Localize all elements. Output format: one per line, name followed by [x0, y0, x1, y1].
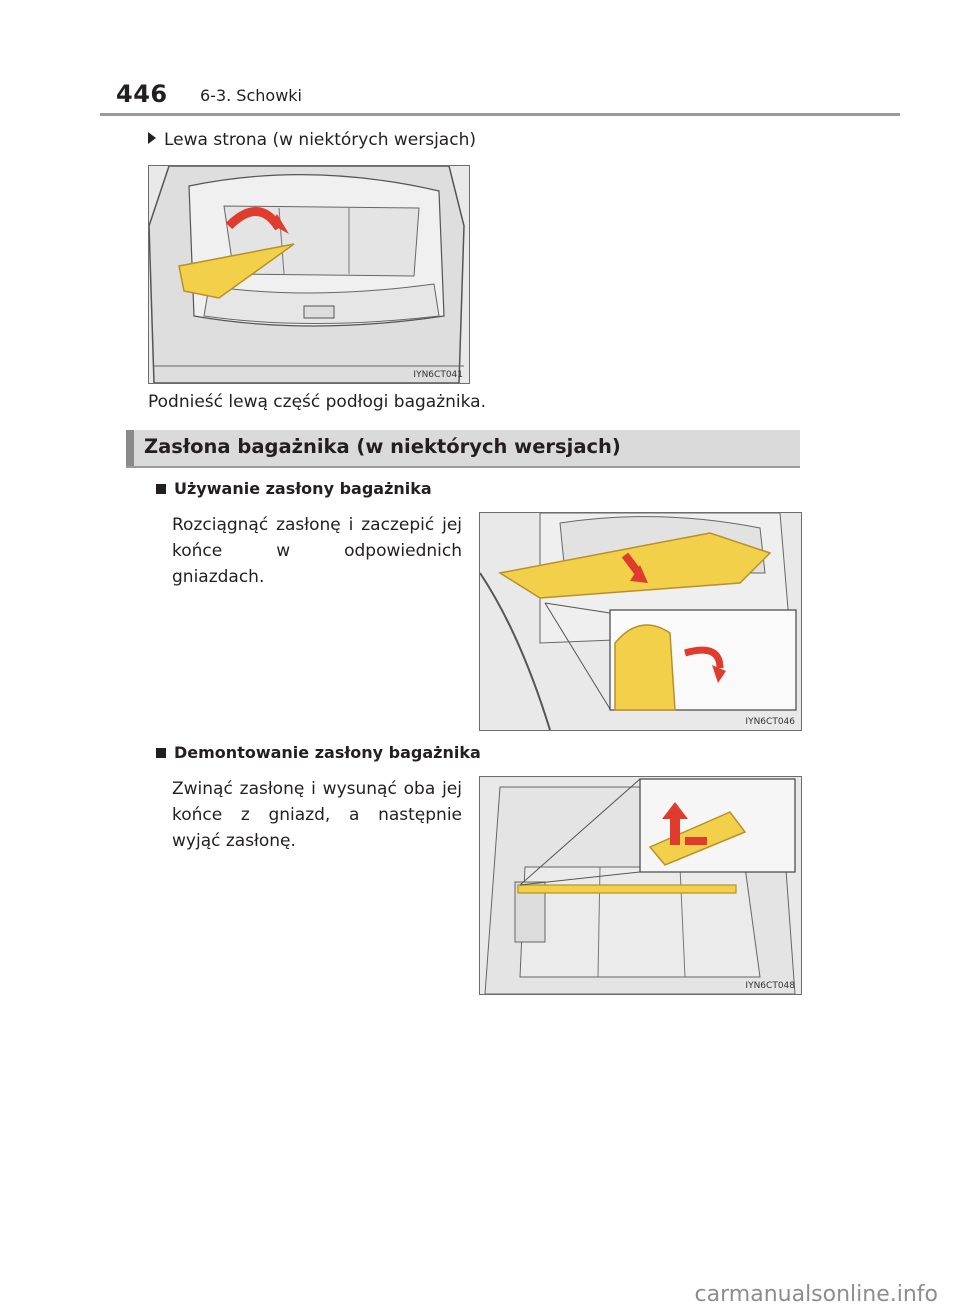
left-side-label-text: Lewa strona (w niektórych wersjach) [164, 130, 476, 150]
subheading-use-text: Używanie zasłony bagażnika [174, 479, 432, 498]
left-side-label: Lewa strona (w niektórych wersjach) [148, 130, 476, 150]
square-bullet-icon [156, 748, 166, 758]
cover-removal-illustration [480, 777, 801, 994]
figure-code: IYN6CT046 [745, 717, 795, 727]
figure-code: IYN6CT041 [413, 370, 463, 380]
section-reference: 6-3. Schowki [200, 86, 302, 105]
subheading-remove-text: Demontowanie zasłony bagażnika [174, 743, 481, 762]
section-accent [126, 430, 134, 466]
figure-remove-cover: IYN6CT048 [479, 776, 802, 995]
footer-watermark[interactable]: carmanualsonline.info [694, 1282, 938, 1307]
hook-arrow-icon [684, 646, 724, 669]
header-divider [100, 113, 900, 116]
rolled-cover-highlight [517, 884, 737, 894]
trunk-floor-illustration [149, 166, 469, 383]
use-cover-text: Rozciągnąć zasłonę i zaczepić jej końce … [172, 515, 462, 587]
section-header: Zasłona bagażnika (w niektórych wersjach… [126, 430, 800, 468]
left-side-caption: Podnieść lewą część podłogi bagażnika. [148, 392, 486, 412]
section-title: Zasłona bagażnika (w niektórych wersjach… [144, 435, 621, 458]
figure-code: IYN6CT048 [745, 981, 795, 991]
remove-cover-text: Zwinąć zasłonę i wysunąć oba jej końce z… [172, 779, 462, 851]
figure-left-floor: IYN6CT041 [148, 165, 470, 384]
pull-arrow-icon [630, 565, 648, 583]
floor-panel-highlight [178, 243, 295, 299]
figure-use-cover: IYN6CT046 [479, 512, 802, 731]
bullet-arrow-icon [148, 132, 156, 144]
subheading-use-cover: Używanie zasłony bagażnika [156, 479, 432, 498]
square-bullet-icon [156, 484, 166, 494]
page-number: 446 [116, 80, 168, 108]
subheading-remove-cover: Demontowanie zasłony bagażnika [156, 743, 481, 762]
cover-install-illustration [480, 513, 801, 730]
lift-up-arrow-icon [670, 817, 680, 845]
